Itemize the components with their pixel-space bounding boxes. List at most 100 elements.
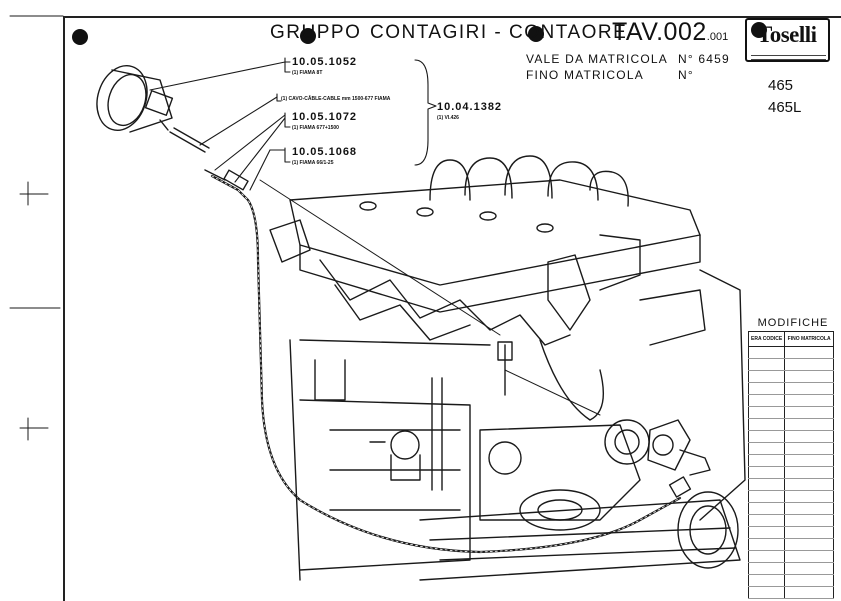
cell-old-code — [747, 550, 786, 563]
engine-top — [269, 155, 701, 331]
cell-serial-to — [784, 442, 834, 455]
cell-serial-to — [784, 370, 834, 383]
logo-underline — [751, 55, 826, 60]
leader-lines — [149, 57, 437, 191]
cell-old-code — [747, 430, 786, 443]
modifications-row — [747, 538, 834, 551]
modifications-row — [747, 574, 834, 587]
cell-old-code — [747, 502, 786, 515]
modifications-row — [747, 490, 834, 503]
cell-serial-to — [784, 514, 834, 527]
cell-old-code — [747, 514, 786, 527]
part-code-tachometer: 10.05.1052 — [292, 56, 358, 68]
modifications-row — [747, 586, 834, 599]
cell-old-code — [747, 346, 786, 359]
modifications-row — [747, 382, 834, 395]
cell-serial-to — [784, 358, 834, 371]
cell-old-code — [747, 382, 786, 395]
modifications-row — [747, 406, 834, 419]
exhaust-manifold — [319, 259, 604, 421]
cell-old-code — [747, 454, 786, 467]
col-serial-to: FINO MATRICOLA — [784, 331, 834, 347]
part-note-tachometer: (1) FIAMA 8T — [292, 70, 323, 76]
modifications-row — [747, 478, 834, 491]
modifications-row — [747, 394, 834, 407]
cell-old-code — [747, 490, 786, 503]
tachometer-unit — [96, 65, 210, 153]
modifications-row — [747, 418, 834, 431]
modifications-row — [747, 358, 834, 371]
part-note-cable: (1) CAVO-CÂBLE-CABLE mm 1500-677 FIAMA — [281, 96, 391, 102]
drawing-frame — [63, 16, 841, 601]
title-gruppo: GRUPPO — [270, 22, 362, 43]
modifications-row — [747, 430, 834, 443]
modifications-row — [747, 550, 834, 563]
modifications-title: MODIFICHE — [757, 317, 829, 329]
valid-from-label: VALE DA MATRICOLA — [526, 52, 668, 66]
modifications-row — [747, 526, 834, 539]
cell-old-code — [747, 394, 786, 407]
cell-serial-to — [784, 502, 834, 515]
modifications-row — [747, 514, 834, 527]
cell-serial-to — [784, 346, 834, 359]
title-contagiri: CONTAGIRI - CONTAORE — [370, 22, 628, 43]
modifications-row — [747, 562, 834, 575]
modifications-row — [747, 502, 834, 515]
cell-serial-to — [784, 382, 834, 395]
cell-serial-to — [784, 574, 834, 587]
cell-old-code — [747, 574, 786, 587]
cell-old-code — [747, 562, 786, 575]
toselli-logo: Toselli — [745, 18, 830, 62]
drive-cable — [204, 169, 682, 554]
modifications-row — [747, 346, 834, 359]
cell-old-code — [747, 406, 786, 419]
cell-old-code — [747, 526, 786, 539]
cell-old-code — [747, 358, 786, 371]
part-note-drive: (1) FIAMA 66/1-25 — [292, 160, 334, 166]
cell-serial-to — [784, 454, 834, 467]
part-code-drive: 10.05.1068 — [292, 146, 358, 158]
part-code-cable: 10.05.1072 — [292, 111, 358, 123]
cell-old-code — [747, 442, 786, 455]
cell-old-code — [747, 478, 786, 491]
cell-serial-to — [784, 538, 834, 551]
modifications-row — [747, 454, 834, 467]
cell-serial-to — [784, 430, 834, 443]
punch-hole — [751, 22, 767, 38]
engine-block — [289, 269, 746, 581]
cell-serial-to — [784, 466, 834, 479]
modifications-panel: MODIFICHE ERA CODICE FINO MATRICOLA — [747, 317, 838, 599]
cell-old-code — [747, 538, 786, 551]
punch-hole — [72, 29, 88, 45]
col-old-code: ERA CODICE — [747, 331, 786, 347]
cell-serial-to — [784, 406, 834, 419]
fuel-filter — [369, 341, 522, 491]
modifications-row — [747, 466, 834, 479]
cell-serial-to — [784, 478, 834, 491]
cell-old-code — [747, 418, 786, 431]
drive-link — [259, 179, 601, 416]
model-465: 465 — [768, 77, 794, 94]
table-reference: TAV.002.001 — [612, 18, 729, 46]
modifications-row — [747, 442, 834, 455]
valid-to-label: FINO MATRICOLA — [526, 68, 644, 82]
cell-old-code — [747, 466, 786, 479]
model-465l: 465L — [768, 99, 802, 116]
cell-serial-to — [784, 562, 834, 575]
punch-hole — [300, 28, 316, 44]
drive-takeoff — [519, 419, 739, 569]
part-code-group: 10.04.1382 — [437, 101, 503, 113]
modifications-row — [747, 370, 834, 383]
cell-serial-to — [784, 490, 834, 503]
part-note-group: (1) VI.426 — [437, 115, 459, 121]
punch-hole — [528, 26, 544, 42]
cell-serial-to — [784, 394, 834, 407]
modifications-table: ERA CODICE FINO MATRICOLA — [747, 331, 834, 599]
cell-serial-to — [784, 418, 834, 431]
logo-wordmark: Toselli — [757, 22, 817, 47]
cell-old-code — [747, 370, 786, 383]
part-note-cable-assy: (1) FIAMA 677+1500 — [292, 125, 339, 131]
valid-from-value: N° 6459 — [678, 52, 730, 66]
valid-to-value: N° — [678, 68, 694, 82]
